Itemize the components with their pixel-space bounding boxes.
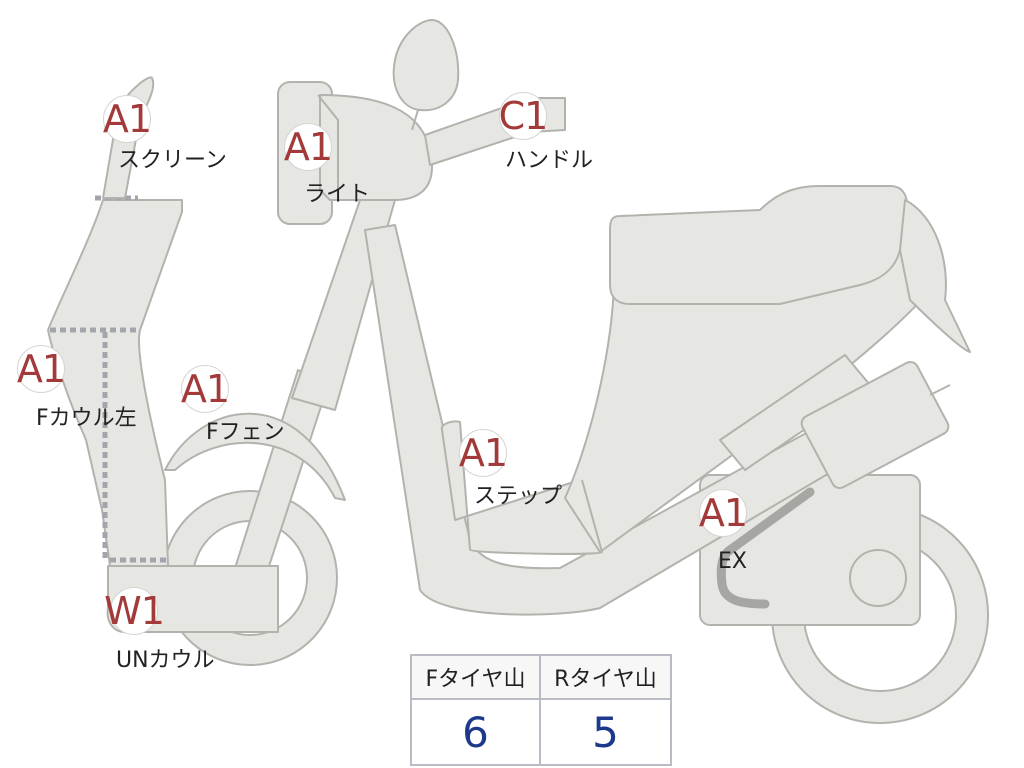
headlight-seam — [317, 94, 339, 200]
grade-step: A1 — [458, 431, 508, 475]
grade-ex: A1 — [698, 491, 748, 535]
grade-un-cowl: W1 — [104, 589, 165, 633]
rear-body-seam — [581, 479, 603, 553]
marker-handle[interactable]: C1 — [498, 92, 549, 140]
side-cover — [719, 354, 871, 471]
label-un-cowl: UNカウル — [116, 648, 215, 673]
label-f-fender: Fフェン — [206, 420, 285, 445]
label-f-cowl-left: Fカウル左 — [36, 406, 137, 431]
rear-tail — [899, 199, 971, 353]
marker-screen[interactable]: A1 — [102, 95, 152, 143]
grade-handle: C1 — [498, 94, 549, 138]
label-light: ライト — [304, 182, 371, 207]
front-cowl — [47, 199, 183, 567]
mirror-stem — [411, 109, 419, 131]
marker-f-fender[interactable]: A1 — [180, 365, 230, 413]
front-tire-tread-header: Fタイヤ山 — [412, 656, 541, 700]
label-step: ステップ — [474, 484, 563, 509]
label-ex: EX — [718, 549, 747, 574]
front-fender — [164, 412, 346, 501]
grade-screen: A1 — [102, 97, 152, 141]
mirror — [392, 19, 460, 112]
grade-f-cowl-left: A1 — [16, 347, 66, 391]
marker-ex[interactable]: A1 — [698, 489, 748, 537]
marker-f-cowl-left[interactable]: A1 — [16, 345, 66, 393]
rear-tire-tread-header: Rタイヤ山 — [541, 656, 670, 700]
rear-tire-tread-value: 5 — [541, 700, 670, 764]
exhaust-pipe — [716, 487, 815, 609]
tire-tread-table: Fタイヤ山 Rタイヤ山 6 5 — [410, 654, 672, 766]
seat — [609, 185, 908, 305]
rear-hub — [849, 549, 907, 607]
front-tire-tread-value: 6 — [412, 700, 541, 764]
label-screen: スクリーン — [118, 148, 227, 173]
marker-step[interactable]: A1 — [458, 429, 508, 477]
marker-light[interactable]: A1 — [283, 123, 333, 171]
grade-f-fender: A1 — [180, 367, 230, 411]
label-handle: ハンドル — [505, 148, 594, 173]
shock-rod — [929, 384, 951, 396]
grade-light: A1 — [283, 125, 333, 169]
marker-un-cowl[interactable]: W1 — [104, 587, 165, 635]
